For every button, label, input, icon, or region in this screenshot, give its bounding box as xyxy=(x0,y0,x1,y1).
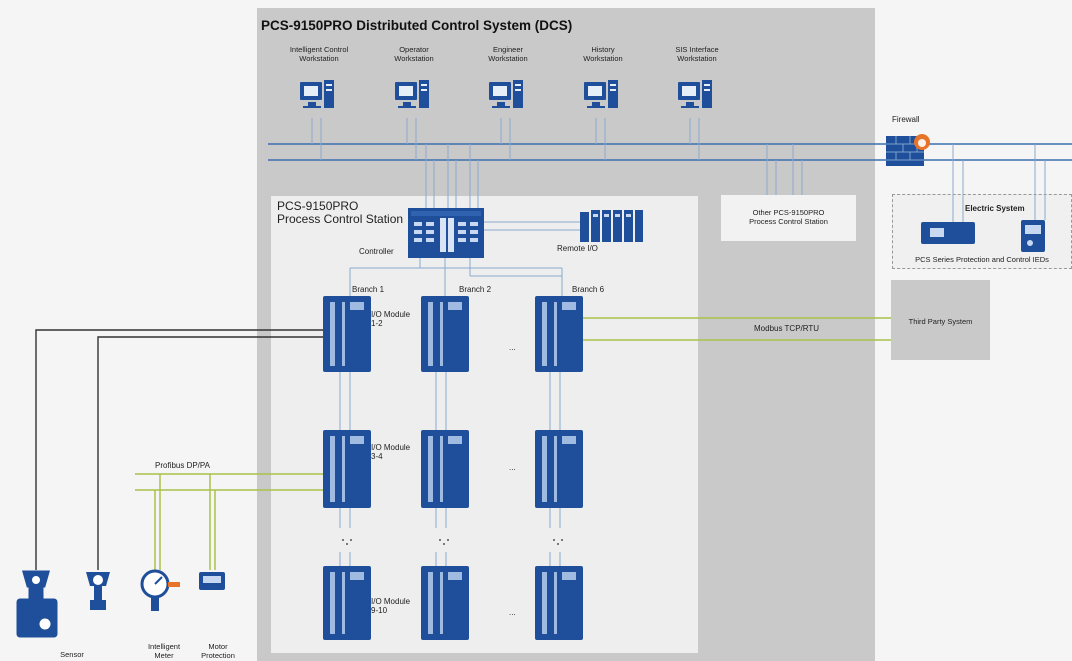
workstation-icons xyxy=(300,80,712,108)
ellipsis-row-3: ... xyxy=(509,608,516,617)
network-backbone xyxy=(268,143,1072,161)
electric-system-title: Electric System xyxy=(965,204,1025,213)
workstation-label-history: History Workstation xyxy=(583,45,623,63)
fieldbus-lines xyxy=(135,317,891,570)
electric-system-caption: PCS Series Protection and Control IEDs xyxy=(915,255,1049,264)
sensor-label: Sensor xyxy=(60,650,84,659)
third-party-system-box xyxy=(891,280,990,360)
field-device-icons xyxy=(16,569,225,638)
workstation-label-operator: Operator Workstation xyxy=(394,45,434,63)
controller-label: Controller xyxy=(359,247,394,256)
modbus-label: Modbus TCP/RTU xyxy=(754,324,820,333)
firewall-icon xyxy=(886,134,930,166)
branch-1-label: Branch 1 xyxy=(352,285,385,294)
pcs-title-line2: Process Control Station xyxy=(277,212,404,226)
other-station-label: Other PCS-9150PRO Process Control Statio… xyxy=(749,208,828,226)
workstation-drops xyxy=(311,118,1046,566)
third-party-label: Third Party System xyxy=(908,317,973,326)
intelligent-meter-label: Intelligent Meter xyxy=(147,642,181,660)
branch-6-label: Branch 6 xyxy=(572,285,605,294)
workstation-label-intelligent: Intelligent Control Workstation xyxy=(289,45,349,63)
profibus-label: Profibus DP/PA xyxy=(155,461,210,470)
branch-2-label: Branch 2 xyxy=(459,285,492,294)
io-module-icons xyxy=(323,296,583,640)
workstation-label-sis: SIS Interface Workstation xyxy=(675,45,719,63)
controller-icon xyxy=(408,208,484,258)
ied-icons xyxy=(921,220,1045,252)
remote-io-icon xyxy=(580,210,643,242)
motor-protection-label: Motor Protection xyxy=(201,642,235,660)
firewall-label: Firewall xyxy=(892,115,920,124)
remote-io-label: Remote I/O xyxy=(557,244,598,253)
sensor-wires xyxy=(35,329,328,570)
workstation-label-engineer: Engineer Workstation xyxy=(488,45,528,63)
pcs-title-line1: PCS-9150PRO xyxy=(277,199,359,213)
continuation-dots xyxy=(342,539,563,545)
other-station-box xyxy=(721,195,856,241)
dcs-title: PCS-9150PRO Distributed Control System (… xyxy=(261,18,573,33)
io-module-label-1-2: I/O Module 1-2 xyxy=(371,310,411,328)
io-module-label-9-10: I/O Module 9-10 xyxy=(371,597,411,615)
io-module-label-3-4: I/O Module 3-4 xyxy=(371,443,411,461)
ellipsis-row-2: ... xyxy=(509,463,516,472)
ellipsis-row-1: ... xyxy=(509,343,516,352)
